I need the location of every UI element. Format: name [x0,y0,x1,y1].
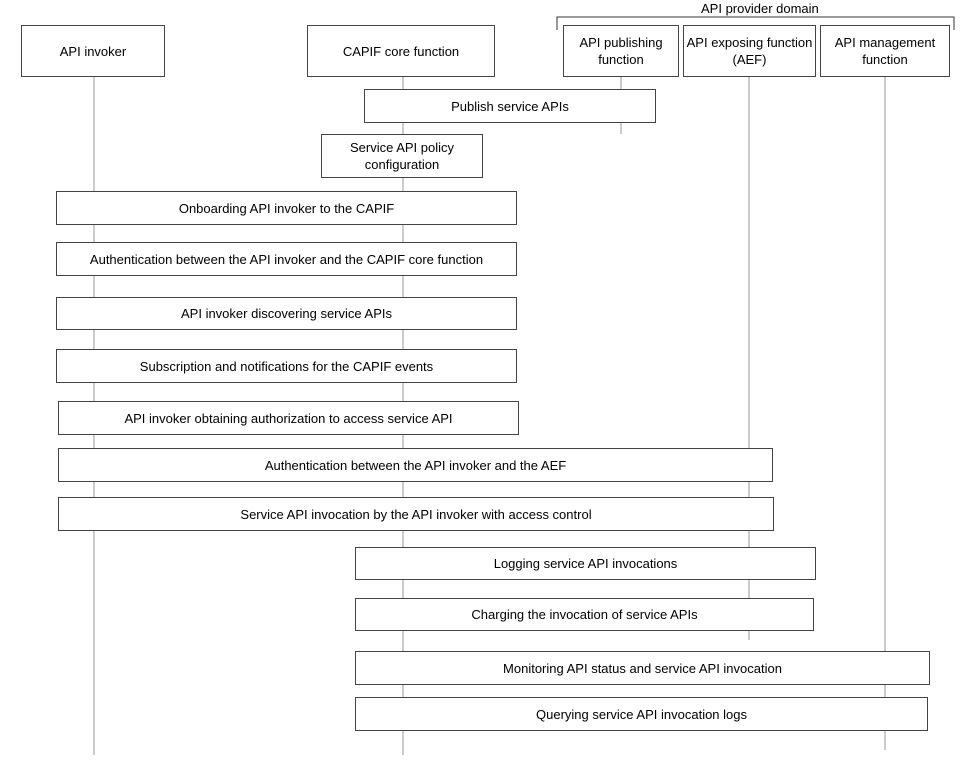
api-exposing-function-box: API exposing function (AEF) [683,25,816,77]
provider-domain-label: API provider domain [701,1,819,16]
step-logging-invocations: Logging service API invocations [355,547,816,580]
step-subscription-notifications: Subscription and notifications for the C… [56,349,517,383]
step-service-api-policy-configuration: Service API policy configuration [321,134,483,178]
step-charging-invocation: Charging the invocation of service APIs [355,598,814,631]
capif-core-function-box: CAPIF core function [307,25,495,77]
api-publishing-function-box: API publishing function [563,25,679,77]
step-api-invoker-discovering: API invoker discovering service APIs [56,297,517,330]
step-authentication-invoker-aef: Authentication between the API invoker a… [58,448,773,482]
step-onboarding-api-invoker: Onboarding API invoker to the CAPIF [56,191,517,225]
step-obtaining-authorization: API invoker obtaining authorization to a… [58,401,519,435]
step-authentication-invoker-core: Authentication between the API invoker a… [56,242,517,276]
step-publish-service-apis: Publish service APIs [364,89,656,123]
step-monitoring-api-status: Monitoring API status and service API in… [355,651,930,685]
step-service-api-invocation: Service API invocation by the API invoke… [58,497,774,531]
step-querying-invocation-logs: Querying service API invocation logs [355,697,928,731]
api-invoker-box: API invoker [21,25,165,77]
provider-domain-bracket [556,16,955,30]
api-management-function-box: API management function [820,25,950,77]
